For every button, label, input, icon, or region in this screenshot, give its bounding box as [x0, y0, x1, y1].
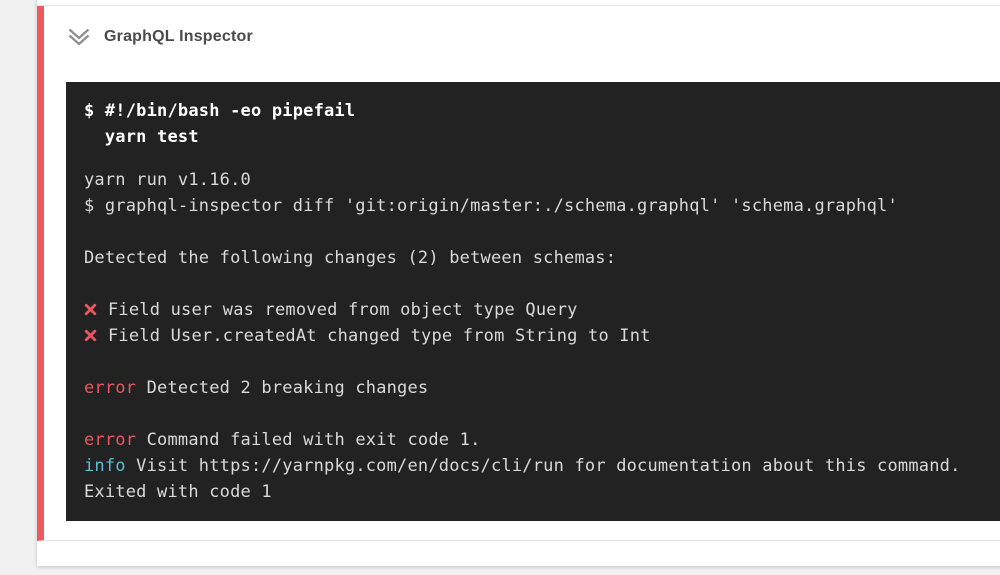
step-header[interactable]: GraphQL Inspector [44, 6, 1000, 68]
terminal-line [84, 401, 1000, 427]
terminal-text: Exited with code 1 [84, 482, 272, 502]
terminal-line: yarn run v1.16.0 [84, 167, 1000, 193]
terminal-text: $ graphql-inspector diff 'git:origin/mas… [84, 196, 898, 216]
terminal-output: $ #!/bin/bash -eo pipefail yarn test yar… [66, 82, 1000, 521]
step-title: GraphQL Inspector [104, 28, 253, 45]
previous-step-edge [37, 0, 1000, 6]
terminal-text: Detected the following changes (2) betwe… [84, 248, 617, 268]
terminal-line: info Visit https://yarnpkg.com/en/docs/c… [84, 453, 1000, 479]
terminal-command-line: $ #!/bin/bash -eo pipefail [84, 101, 356, 121]
breaking-change-icon [84, 329, 97, 342]
terminal-text: Command failed with exit code 1. [136, 430, 481, 450]
step-section-graphql-inspector: GraphQL Inspector $ #!/bin/bash -eo pipe… [37, 6, 1000, 541]
terminal-line [84, 219, 1000, 245]
terminal-line: Exited with code 1 [84, 479, 1000, 505]
terminal-command-line: yarn test [84, 127, 199, 147]
double-chevron-down-icon [68, 28, 90, 46]
terminal-command-block: $ #!/bin/bash -eo pipefail yarn test [84, 98, 1000, 150]
terminal-output-block: yarn run v1.16.0 $ graphql-inspector diff… [84, 167, 1000, 505]
terminal-line: error Detected 2 breaking changes [84, 375, 1000, 401]
terminal-line [84, 349, 1000, 375]
terminal-text: Detected 2 breaking changes [136, 378, 429, 398]
error-label: error [84, 378, 137, 398]
build-step-card: GraphQL Inspector $ #!/bin/bash -eo pipe… [37, 0, 1000, 566]
error-label: error [84, 430, 137, 450]
terminal-text: Visit https://yarnpkg.com/en/docs/cli/ru… [125, 456, 961, 476]
terminal-line [84, 271, 1000, 297]
terminal-line: error Command failed with exit code 1. [84, 427, 1000, 453]
info-label: info [84, 456, 126, 476]
terminal-line: $ graphql-inspector diff 'git:origin/mas… [84, 193, 1000, 219]
terminal-text: Field User.createdAt changed type from S… [108, 326, 651, 346]
terminal-line: Field User.createdAt changed type from S… [84, 323, 1000, 349]
terminal-line: Detected the following changes (2) betwe… [84, 245, 1000, 271]
terminal-text: yarn run v1.16.0 [84, 170, 251, 190]
terminal-text: Field user was removed from object type … [108, 300, 578, 320]
breaking-change-icon [84, 303, 97, 316]
terminal-line: Field user was removed from object type … [84, 297, 1000, 323]
